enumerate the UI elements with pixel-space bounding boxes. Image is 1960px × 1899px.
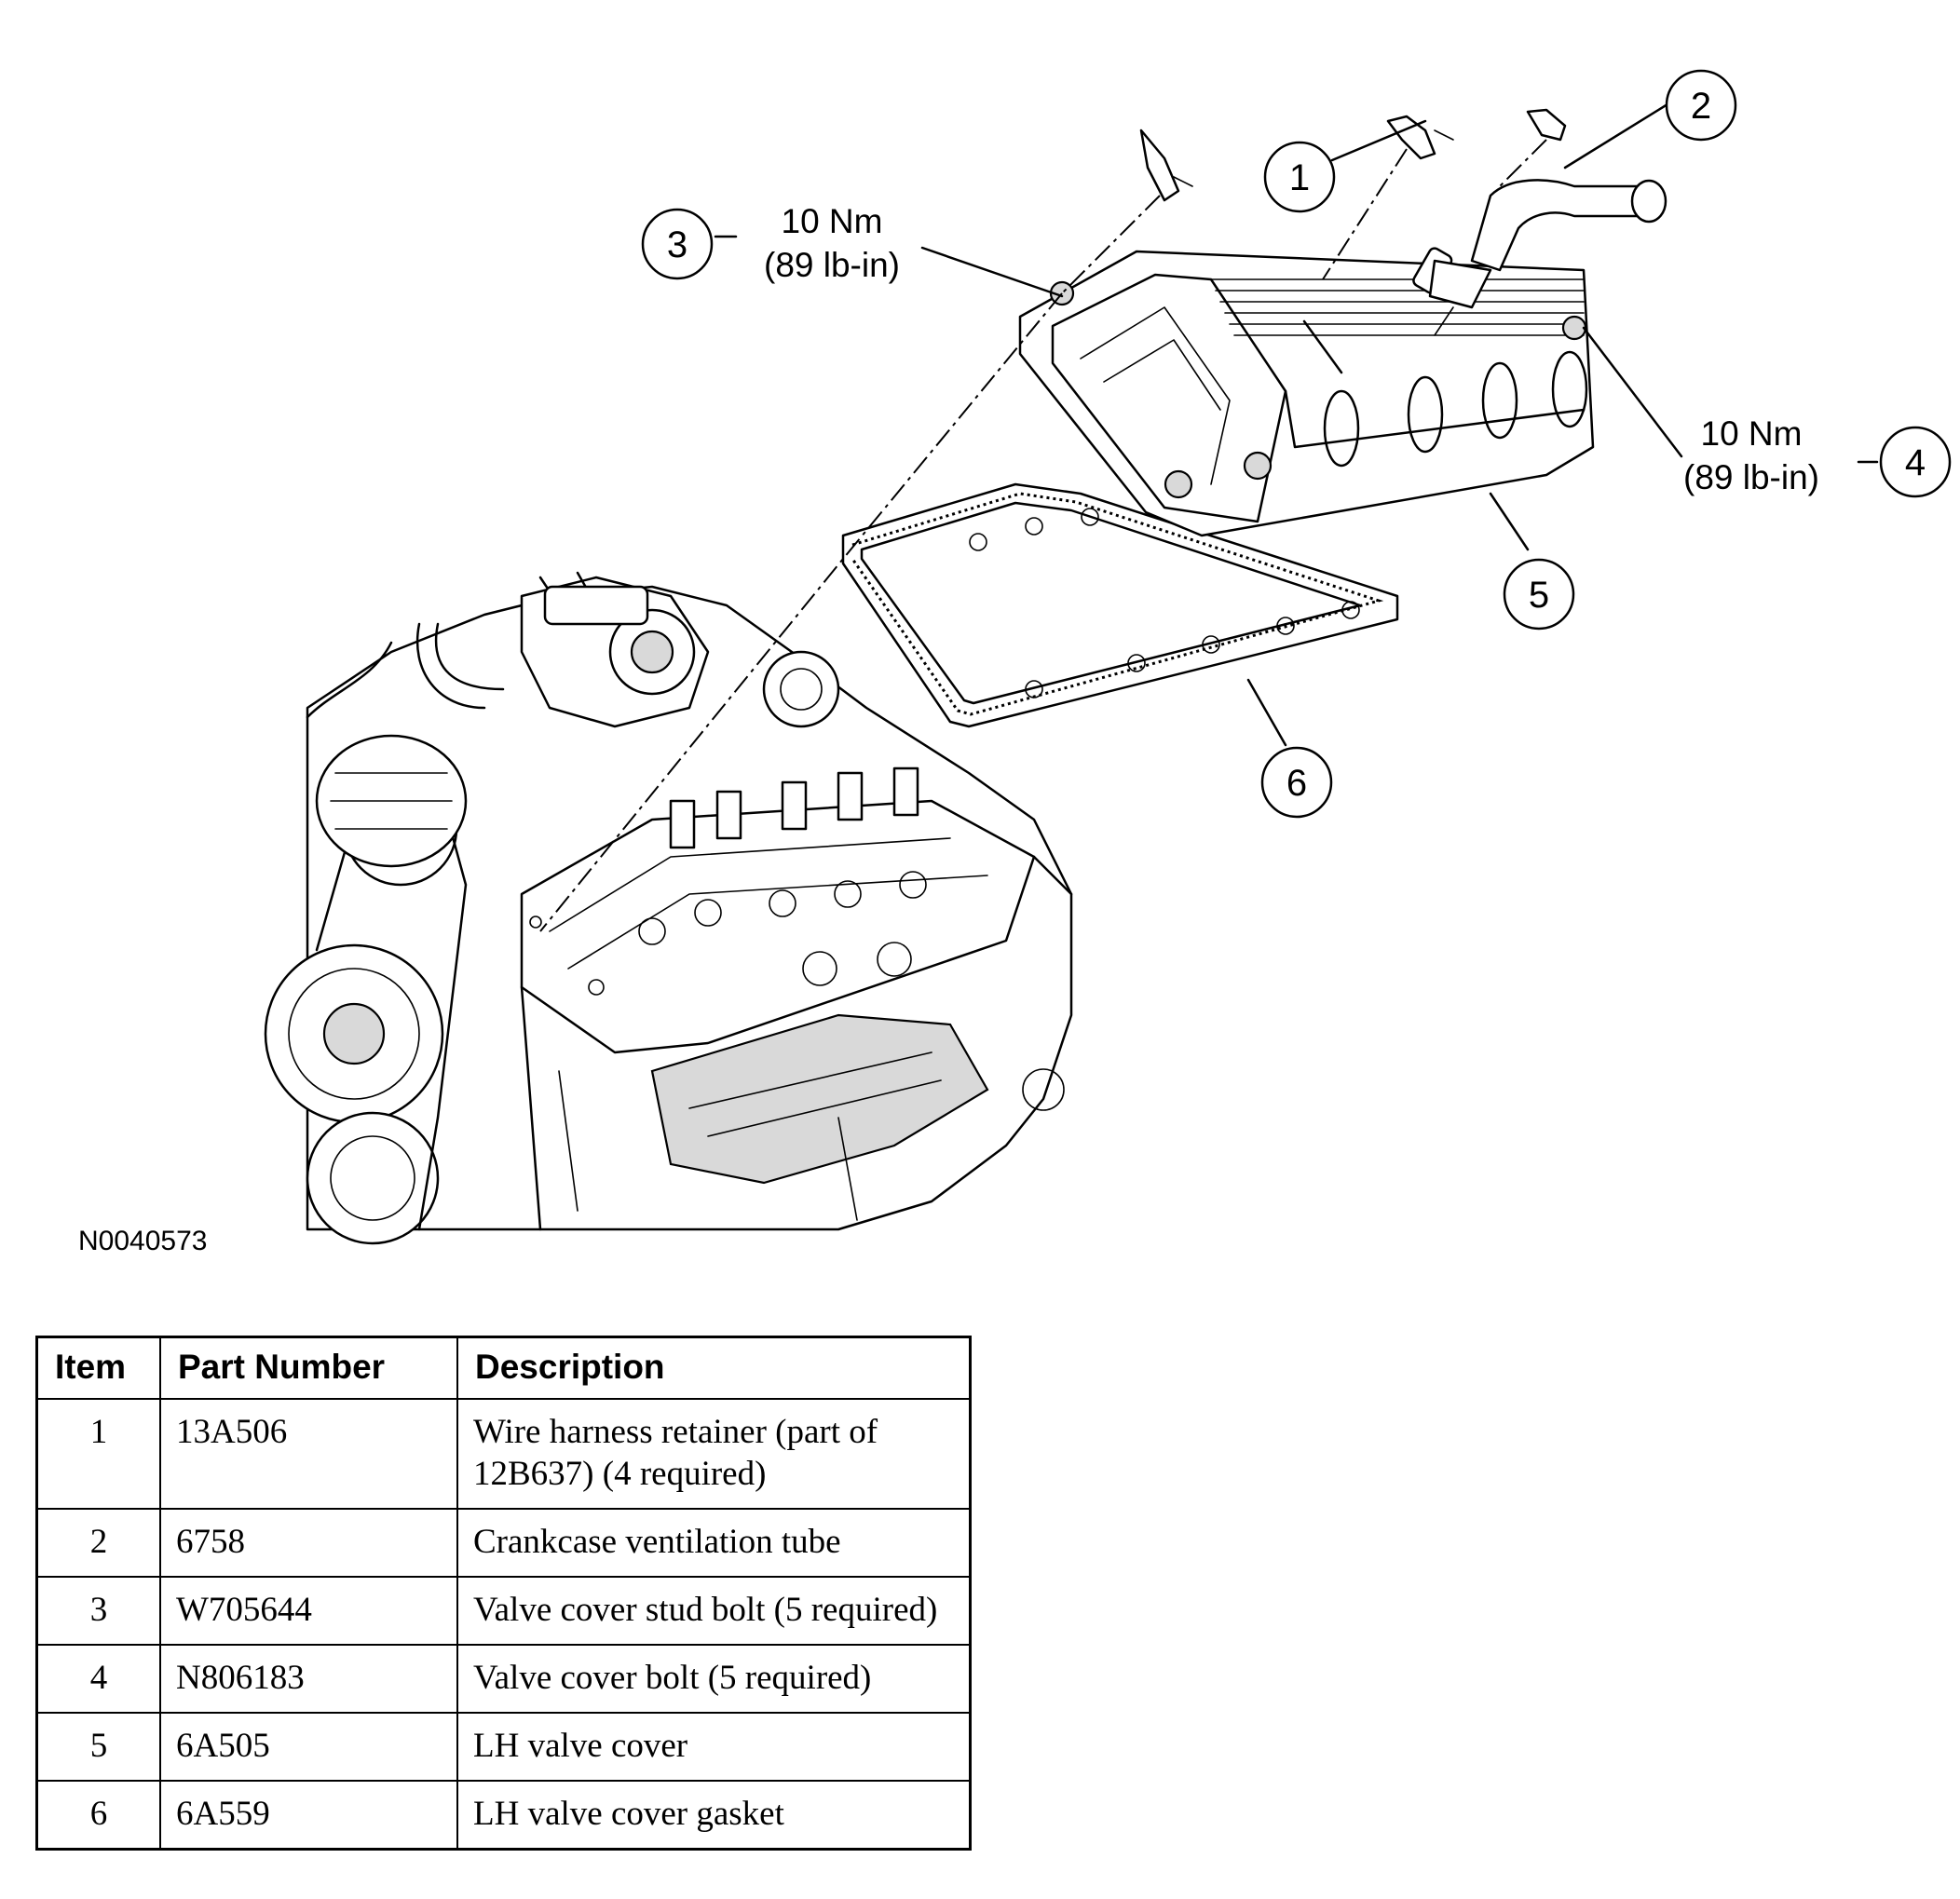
- valve-cover-illustration: [1018, 247, 1595, 537]
- description-cell: Crankcase ventilation tube: [456, 1508, 972, 1578]
- item-cell: 1: [35, 1398, 161, 1510]
- header-item: Item: [35, 1336, 161, 1400]
- description-cell: LH valve cover: [456, 1712, 972, 1782]
- callout-leaders: [714, 102, 1879, 747]
- table-header-row: Item Part Number Description: [35, 1336, 972, 1400]
- valve-cover-gasket-illustration: [841, 482, 1399, 728]
- description-cell: Valve cover stud bolt (5 required): [456, 1576, 972, 1646]
- table-row: 5 6A505 LH valve cover: [35, 1712, 972, 1782]
- table-row: 6 6A559 LH valve cover gasket: [35, 1780, 972, 1851]
- header-part-number: Part Number: [159, 1336, 458, 1400]
- callout-4-torque-lbin: (89 lb-in): [1683, 458, 1819, 496]
- description-cell: LH valve cover gasket: [456, 1780, 972, 1851]
- callout-5-number: 5: [1529, 575, 1549, 616]
- header-description: Description: [456, 1336, 972, 1400]
- table-row: 4 N806183 Valve cover bolt (5 required): [35, 1644, 972, 1714]
- wire-harness-retainers-illustration: [1139, 108, 1567, 202]
- callout-6-number: 6: [1286, 763, 1307, 804]
- part-number-cell: 13A506: [159, 1398, 458, 1510]
- item-cell: 2: [35, 1508, 161, 1578]
- description-cell: Wire harness retainer (part of 12B637) (…: [456, 1398, 972, 1510]
- callout-4-number: 4: [1905, 442, 1926, 483]
- callout-3: 3 10 Nm (89 lb-in): [641, 202, 900, 284]
- crankcase-ventilation-tube-illustration: [1428, 179, 1667, 336]
- callout-2-number: 2: [1691, 86, 1711, 127]
- callout-6: 6: [1260, 746, 1333, 819]
- table-row: 3 W705644 Valve cover stud bolt (5 requi…: [35, 1576, 972, 1646]
- part-number-cell: N806183: [159, 1644, 458, 1714]
- item-cell: 6: [35, 1780, 161, 1851]
- item-cell: 5: [35, 1712, 161, 1782]
- callout-3-torque-lbin: (89 lb-in): [764, 246, 900, 284]
- callout-1-number: 1: [1289, 157, 1310, 198]
- description-cell: Valve cover bolt (5 required): [456, 1644, 972, 1714]
- exploded-view-diagram: 1 2 3 10 Nm (89 lb-in) 4 10 Nm (89 lb-in…: [264, 69, 1952, 1245]
- engine-assembly-illustration: [264, 571, 1073, 1245]
- table-row: 2 6758 Crankcase ventilation tube: [35, 1508, 972, 1578]
- callout-2: 2: [1665, 69, 1737, 142]
- callout-3-number: 3: [667, 224, 687, 265]
- callout-3-torque-nm: 10 Nm: [782, 202, 883, 240]
- figure-id: N0040573: [78, 1226, 208, 1256]
- callout-4-torque-nm: 10 Nm: [1701, 414, 1803, 453]
- item-cell: 4: [35, 1644, 161, 1714]
- parts-table: Item Part Number Description 1 13A506 Wi…: [35, 1336, 972, 1851]
- callout-5: 5: [1503, 558, 1575, 631]
- alignment-lines: [539, 139, 1547, 932]
- callout-4: 4 10 Nm (89 lb-in): [1683, 414, 1952, 498]
- item-cell: 3: [35, 1576, 161, 1646]
- part-number-cell: 6758: [159, 1508, 458, 1578]
- part-number-cell: 6A559: [159, 1780, 458, 1851]
- callout-1: 1: [1263, 141, 1336, 213]
- table-row: 1 13A506 Wire harness retainer (part of …: [35, 1398, 972, 1510]
- part-number-cell: W705644: [159, 1576, 458, 1646]
- part-number-cell: 6A505: [159, 1712, 458, 1782]
